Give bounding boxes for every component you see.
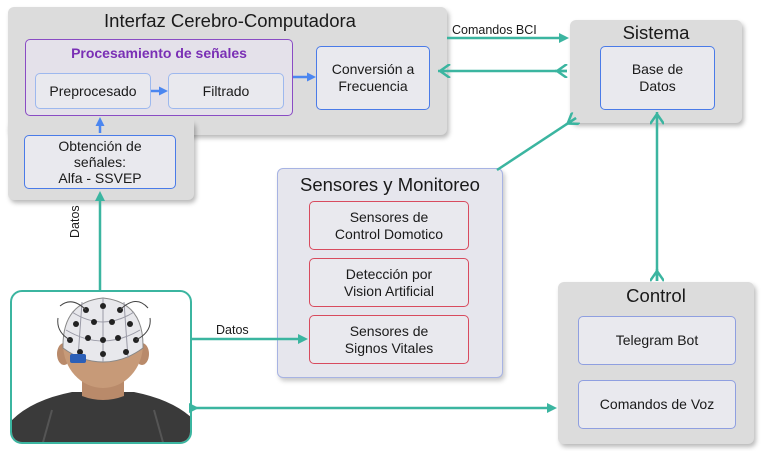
label-comandos-bci: Comandos BCI [452,23,537,37]
sensores-title: Sensores y Monitoreo [300,174,480,195]
user-photo-frame [10,290,192,444]
signos-vitales-box: Sensores de Signos Vitales [309,315,469,364]
sensores-domotico-box: Sensores de Control Domotico [309,201,469,250]
preprocesado-box: Preprocesado [35,73,151,109]
telegram-bot-box: Telegram Bot [578,316,736,365]
obtencion-box: Obtención de señales: Alfa - SSVEP [24,135,176,189]
control-title: Control [626,285,686,306]
base-datos-box: Base de Datos [600,46,715,110]
edge-sensores-sistema [496,118,576,172]
label-datos-horizontal: Datos [216,323,249,337]
vision-artificial-box: Detección por Vision Artificial [309,258,469,307]
label-datos-vertical: Datos [68,205,82,238]
sistema-title: Sistema [622,22,690,43]
person-with-eeg-cap-icon [12,297,190,442]
filtrado-box: Filtrado [168,73,284,109]
interfaz-title: Interfaz Cerebro-Computadora [104,10,356,31]
conversion-box: Conversión a Frecuencia [316,46,430,110]
procesamiento-title: Procesamiento de señales [71,45,247,61]
comandos-voz-box: Comandos de Voz [578,380,736,429]
